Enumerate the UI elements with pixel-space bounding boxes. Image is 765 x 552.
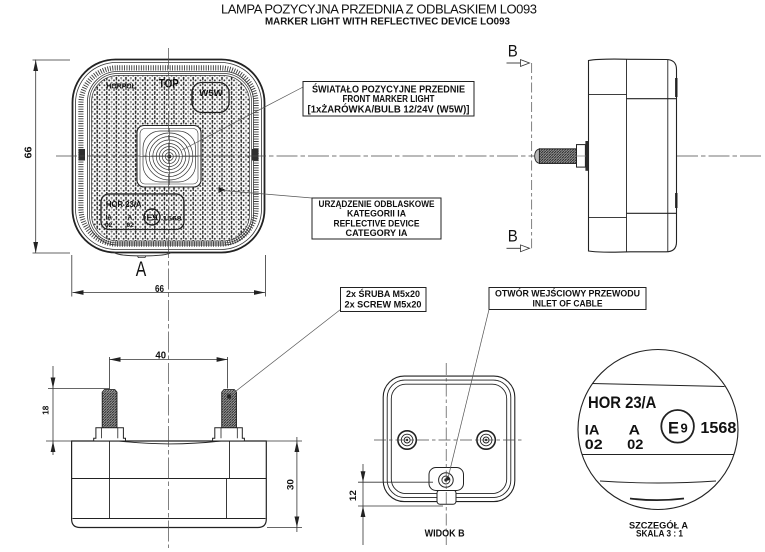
svg-text:CATEGORY IA: CATEGORY IA bbox=[346, 228, 408, 238]
svg-text:A: A bbox=[128, 215, 133, 222]
svg-text:E9: E9 bbox=[147, 213, 158, 223]
svg-text:SZCZEGÓŁ A: SZCZEGÓŁ A bbox=[629, 520, 688, 532]
svg-text:LAMPA POZYCYJNA PRZEDNIA Z ODB: LAMPA POZYCYJNA PRZEDNIA Z ODBLASKIEM LO… bbox=[221, 2, 537, 17]
svg-text:OTWÓR WEJŚCIOWY PRZEWODU: OTWÓR WEJŚCIOWY PRZEWODU bbox=[495, 288, 640, 299]
svg-text:02: 02 bbox=[127, 222, 135, 229]
svg-text:1568: 1568 bbox=[163, 216, 182, 223]
svg-text:SKALA 3 : 1: SKALA 3 : 1 bbox=[636, 529, 683, 539]
svg-text:WIDOK B: WIDOK B bbox=[425, 528, 465, 540]
svg-text:IA: IA bbox=[585, 422, 600, 438]
svg-text:KATEGORII IA: KATEGORII IA bbox=[347, 209, 406, 219]
svg-text:[1xŻARÓWKA/BULB 12/24V (W5W)]: [1xŻARÓWKA/BULB 12/24V (W5W)] bbox=[308, 103, 470, 116]
svg-text:B: B bbox=[508, 42, 518, 61]
svg-text:40: 40 bbox=[155, 351, 166, 362]
svg-text:REFLECTIVE DEVICE: REFLECTIVE DEVICE bbox=[334, 219, 420, 229]
svg-text:W5W: W5W bbox=[199, 88, 224, 98]
svg-text:INLET OF CABLE: INLET OF CABLE bbox=[533, 299, 603, 309]
svg-text:2x ŚRUBA M5x20: 2x ŚRUBA M5x20 bbox=[346, 288, 420, 299]
svg-text:A: A bbox=[136, 258, 147, 281]
svg-text:9: 9 bbox=[681, 421, 688, 436]
svg-text:HORPOL: HORPOL bbox=[106, 81, 136, 90]
svg-text:1568: 1568 bbox=[700, 420, 736, 437]
svg-text:MARKER LIGHT WITH REFLECTIVEC: MARKER LIGHT WITH REFLECTIVEC DEVICE LO0… bbox=[265, 17, 510, 28]
svg-text:E: E bbox=[668, 420, 679, 438]
svg-text:2x SCREW M5x20: 2x SCREW M5x20 bbox=[345, 300, 422, 310]
svg-text:FRONT MARKER LIGHT: FRONT MARKER LIGHT bbox=[343, 94, 435, 105]
svg-text:HOR 23/A: HOR 23/A bbox=[588, 393, 656, 412]
svg-text:URZĄDZENIE ODBLASKOWE: URZĄDZENIE ODBLASKOWE bbox=[319, 199, 435, 209]
svg-text:66: 66 bbox=[155, 284, 164, 295]
svg-text:IA: IA bbox=[106, 215, 113, 222]
svg-text:B: B bbox=[508, 227, 518, 246]
svg-text:HOR 23/A: HOR 23/A bbox=[106, 200, 142, 209]
svg-text:A: A bbox=[629, 422, 640, 438]
svg-text:02: 02 bbox=[105, 222, 113, 229]
svg-text:ŚWIATAŁO POZYCYJNE PRZEDNIE: ŚWIATAŁO POZYCYJNE PRZEDNIE bbox=[312, 83, 465, 96]
svg-text:12: 12 bbox=[348, 490, 358, 501]
svg-text:18: 18 bbox=[42, 405, 51, 415]
svg-text:30: 30 bbox=[286, 479, 296, 490]
svg-text:02: 02 bbox=[627, 436, 644, 452]
svg-text:66: 66 bbox=[24, 146, 35, 158]
svg-text:02: 02 bbox=[585, 436, 603, 452]
